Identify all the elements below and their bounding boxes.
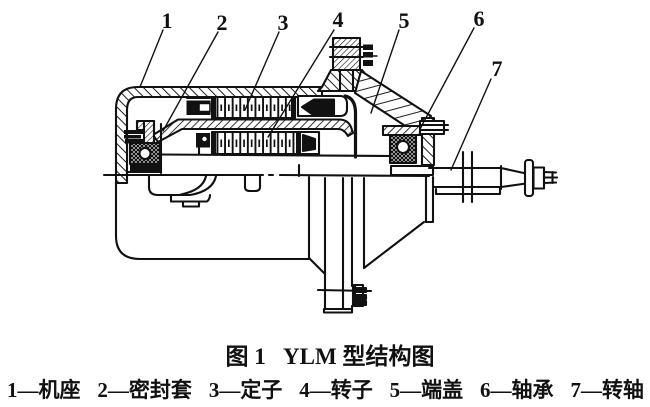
svg-text:7: 7: [492, 56, 503, 81]
svg-text:6: 6: [474, 6, 485, 31]
svg-text:2: 2: [217, 10, 228, 35]
svg-text:5: 5: [399, 8, 410, 33]
svg-text:1: 1: [162, 8, 173, 33]
svg-text:4: 4: [333, 7, 344, 32]
svg-text:3: 3: [278, 10, 289, 35]
